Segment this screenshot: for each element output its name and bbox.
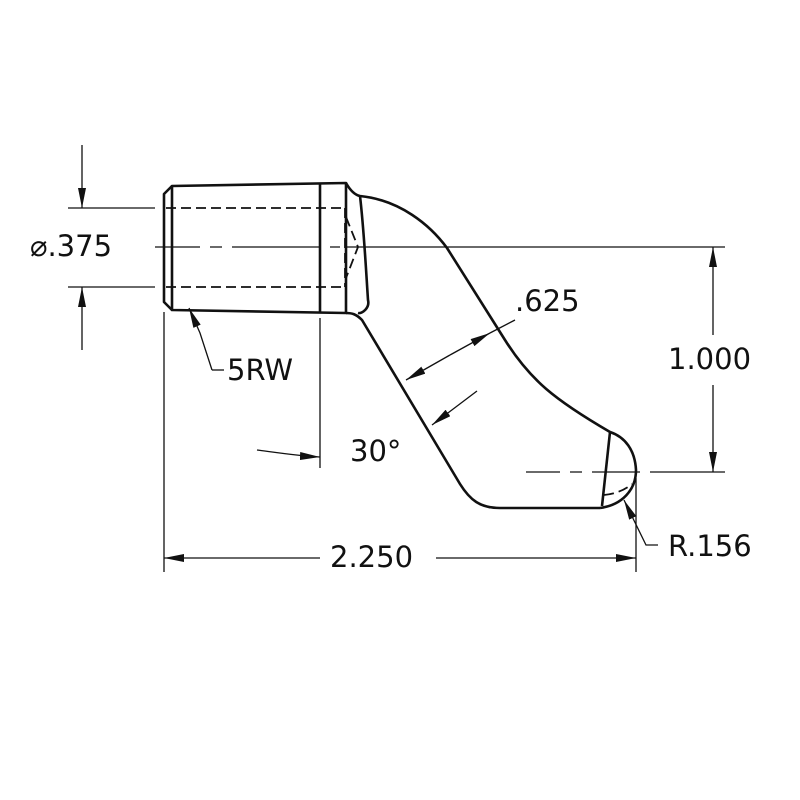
shank-chamfer [162, 185, 173, 311]
bend-lower [345, 311, 600, 510]
tip-round [599, 430, 638, 510]
width-dimension: .625 [515, 284, 580, 318]
diameter-value: .375 [47, 229, 113, 263]
height-dimension: 1.000 [668, 342, 752, 376]
angle-dimension: 30° [350, 434, 402, 468]
dimension-lines [68, 145, 717, 572]
length-dimension: 2.250 [330, 540, 414, 574]
bend-neck [357, 195, 370, 315]
part-outline [162, 181, 638, 510]
thread-note: 5RW [227, 353, 294, 387]
diameter-symbol: ⌀ [30, 229, 48, 263]
bend-upper [344, 182, 611, 434]
centerlines [155, 246, 725, 473]
diameter-dimension: ⌀.375 [30, 232, 112, 261]
radius-dimension: R.156 [668, 529, 752, 563]
